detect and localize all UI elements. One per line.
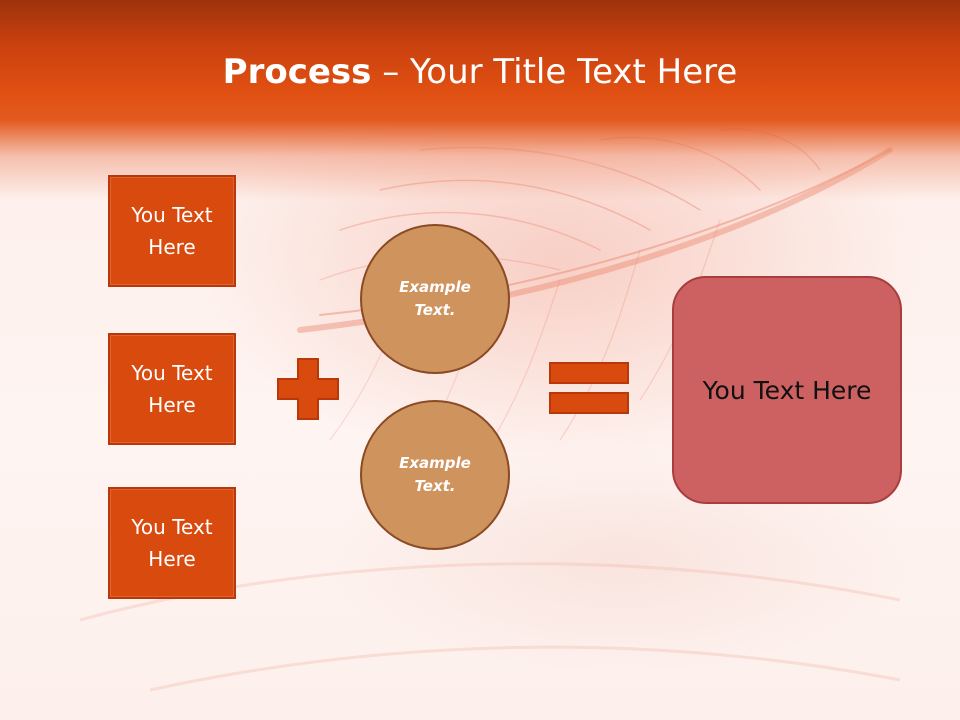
circle-label: Example Text. [399, 278, 471, 319]
example-circle-2: Example Text. [360, 400, 510, 550]
input-box-2: You Text Here [108, 333, 236, 445]
title-separator: – [371, 52, 411, 92]
slide-title: Process – Your Title Text Here [0, 52, 960, 92]
title-rest: Your Title Text Here [410, 52, 738, 92]
input-box-label: You Text Here [131, 203, 213, 259]
circle-label: Example Text. [399, 454, 471, 495]
example-circle-1: Example Text. [360, 224, 510, 374]
plus-icon [277, 358, 339, 420]
equals-icon [549, 362, 629, 414]
result-label: You Text Here [702, 375, 872, 405]
input-box-label: You Text Here [131, 361, 213, 417]
title-bold: Process [222, 52, 372, 92]
result-box: You Text Here [672, 276, 902, 504]
input-box-3: You Text Here [108, 487, 236, 599]
input-box-1: You Text Here [108, 175, 236, 287]
header-band [0, 0, 960, 200]
input-box-label: You Text Here [131, 515, 213, 571]
